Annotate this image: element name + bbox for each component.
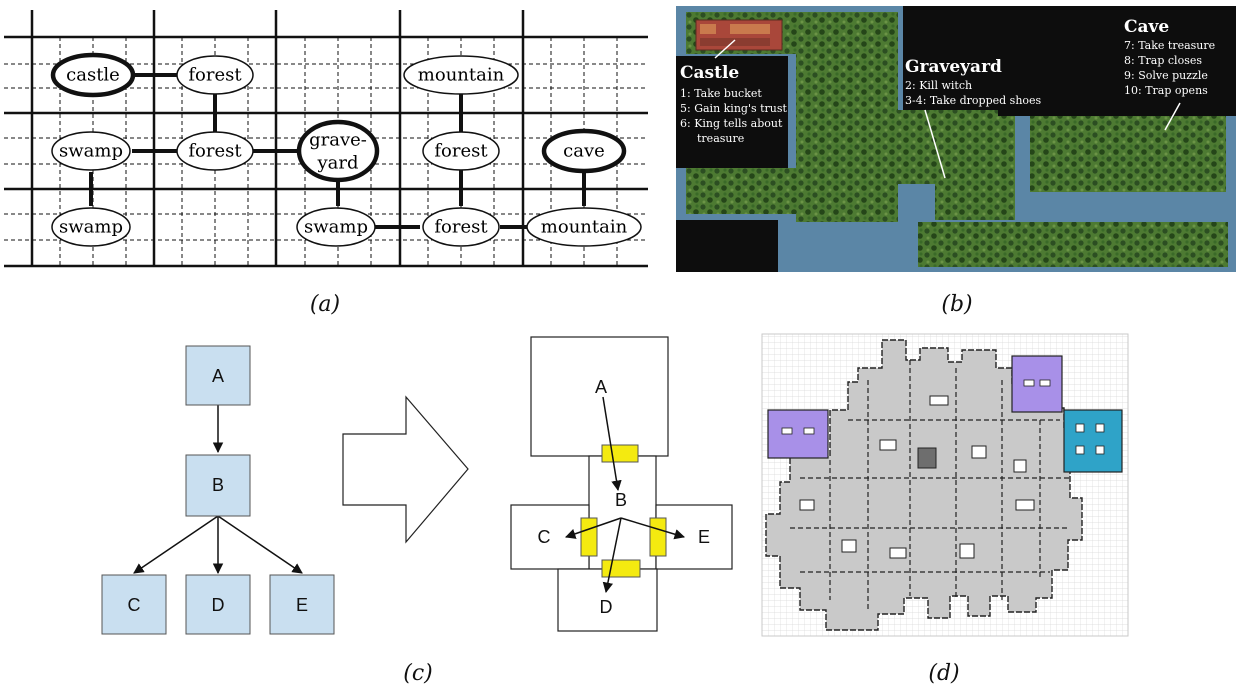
node-forest-bottom: forest [422, 207, 500, 247]
node-castle-label: castle [66, 65, 120, 86]
node-forest-mid: forest [176, 131, 254, 171]
node-mountain-bottom: mountain [526, 207, 642, 247]
layout-label-b: B [615, 490, 627, 510]
tree-edges [133, 405, 303, 575]
panel-d-dungeon-map [761, 333, 1129, 637]
panel-a-edges [89, 73, 586, 229]
panel-c-tree-to-layout: A B C D E [101, 336, 733, 635]
cave-item-1: 7: Take treasure [1124, 39, 1215, 52]
node-swamp-mid-label: swamp [59, 141, 123, 162]
castle-item-4: treasure [697, 132, 744, 145]
layout-label-d: D [600, 597, 613, 617]
layout-label-a: A [595, 377, 607, 397]
node-forest-mid-label: forest [188, 141, 242, 162]
connector-be [649, 517, 667, 557]
caption-d: (d) [928, 661, 959, 686]
node-swamp-bottom-label: swamp [304, 217, 368, 238]
castle-title: Castle [680, 63, 739, 83]
layout-label-c: C [538, 527, 551, 547]
node-swamp-mid: swamp [51, 131, 131, 171]
castle-caption-bg [677, 58, 785, 154]
connector-bc [580, 517, 598, 557]
panel-captions: (a) (b) (c) (d) [310, 292, 973, 686]
dungeon-purple-room-top [1011, 355, 1063, 413]
caption-c: (c) [403, 661, 433, 686]
castle-caption: Castle 1: Take bucket 5: Gain king's tru… [680, 63, 788, 145]
layout-label-e: E [698, 527, 710, 547]
layout-room-e [655, 504, 733, 570]
graveyard-title: Graveyard [905, 57, 1002, 77]
node-mountain-top: mountain [403, 55, 519, 95]
dungeon-blue-room [1063, 409, 1123, 473]
node-cave: cave [541, 128, 627, 174]
layout-arrows [565, 396, 686, 594]
node-forest-mid-right: forest [422, 131, 500, 171]
connector-ab [601, 444, 639, 463]
cave-title: Cave [1124, 17, 1169, 37]
tree-node-b-label: B [212, 475, 224, 495]
dungeon-start-cell [917, 447, 937, 469]
tree-node-c: C [101, 574, 167, 635]
map-void-bottom-left [676, 220, 778, 272]
layout-labels: A B C E D [538, 377, 711, 617]
graveyard-item-2: 3-4: Take dropped shoes [905, 94, 1042, 107]
layout-rooms [510, 336, 733, 632]
tree-node-a: A [185, 345, 251, 406]
node-swamp-bottom-left-label: swamp [59, 217, 123, 238]
node-graveyard-label-line1: grave- [309, 130, 367, 151]
tree-node-d-label: D [212, 595, 225, 615]
node-mountain-top-label: mountain [418, 65, 505, 86]
castle-item-1: 1: Take bucket [680, 87, 762, 100]
cave-item-3: 9: Solve puzzle [1124, 69, 1208, 82]
node-forest-top: forest [176, 55, 254, 95]
tree-node-c-label: C [128, 595, 141, 615]
graveyard-item-1: 2: Kill witch [905, 79, 972, 92]
panel-a-level-graph: castle forest mountain swamp forest grav… [4, 10, 648, 268]
cave-caption: Cave 7: Take treasure 8: Trap closes 9: … [1124, 17, 1215, 97]
node-cave-label: cave [563, 141, 605, 162]
dungeon-holes [799, 395, 1035, 559]
node-swamp-bottom: swamp [296, 207, 376, 247]
node-swamp-bottom-left: swamp [51, 207, 131, 247]
node-graveyard: grave- yard [296, 119, 380, 183]
cave-item-2: 8: Trap closes [1124, 54, 1202, 67]
node-castle: castle [50, 52, 136, 98]
castle-item-3: 6: King tells about [680, 117, 783, 130]
dungeon-purple-room-left [767, 409, 829, 459]
dungeon-inner-walls [790, 360, 1070, 610]
panel-b-game-map: Castle 1: Take bucket 5: Gain king's tru… [676, 6, 1236, 272]
map-void-top-right [903, 6, 1236, 116]
node-mountain-bottom-label: mountain [541, 217, 628, 238]
tree-node-a-label: A [212, 366, 224, 386]
castle-item-2: 5: Gain king's trust [680, 102, 788, 115]
node-forest-mid-right-label: forest [434, 141, 488, 162]
cave-item-4: 10: Trap opens [1124, 84, 1208, 97]
node-forest-top-label: forest [188, 65, 242, 86]
caption-a: (a) [310, 292, 340, 317]
tree-node-d: D [185, 574, 251, 635]
tree-node-e-label: E [296, 595, 308, 615]
map-land [686, 12, 1228, 267]
node-graveyard-label-line2: yard [316, 153, 358, 174]
tree-node-e: E [269, 574, 335, 635]
graveyard-caption: Graveyard 2: Kill witch 3-4: Take droppe… [905, 57, 1042, 107]
panel-a-nodes: castle forest mountain swamp forest grav… [50, 52, 642, 247]
map-pointers [714, 39, 1181, 179]
node-forest-bottom-label: forest [434, 217, 488, 238]
dungeon-rooms [765, 339, 1083, 631]
layout-room-a [530, 336, 669, 457]
castle-building [695, 19, 783, 51]
layout-room-b [588, 455, 657, 570]
connector-bd [601, 559, 641, 578]
caption-b: (b) [941, 292, 972, 317]
transform-arrow-icon [342, 395, 469, 544]
tree-nodes: A B C D E [101, 345, 335, 635]
tree-node-b: B [185, 454, 251, 517]
